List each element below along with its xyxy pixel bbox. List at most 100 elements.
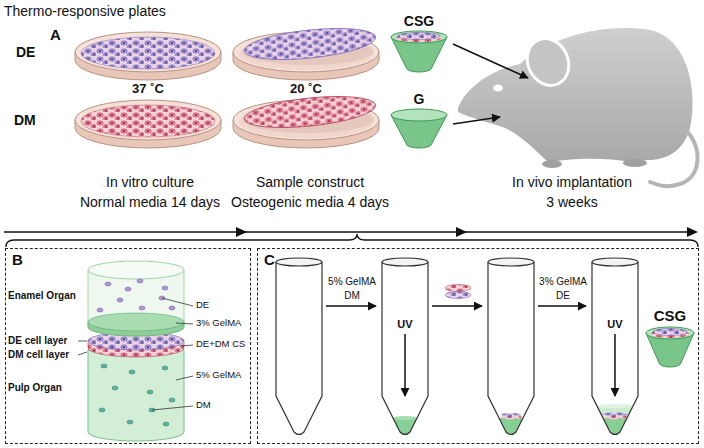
label-slot: 3% GelMA bbox=[539, 276, 587, 288]
test-tube bbox=[276, 262, 322, 435]
label-slot: UV bbox=[607, 318, 622, 331]
test-tube bbox=[488, 258, 534, 266]
step-arrow bbox=[432, 305, 482, 307]
scaffold-cup: CSG bbox=[388, 12, 450, 74]
label-slot: DE bbox=[196, 300, 209, 311]
test-tube bbox=[276, 262, 322, 435]
step-arrow bbox=[326, 306, 615, 396]
part-name: Pulp Organ bbox=[8, 382, 62, 394]
label-slot: UV bbox=[397, 318, 412, 331]
bracket bbox=[6, 234, 698, 247]
petri-dish bbox=[243, 91, 377, 133]
dm-cell bbox=[101, 364, 107, 368]
test-tube bbox=[592, 258, 638, 435]
label-slot: In vitro culture bbox=[106, 174, 194, 190]
label-slot: DE bbox=[556, 290, 570, 302]
stage-condition: Normal media 14 days bbox=[80, 194, 220, 210]
test-tube bbox=[382, 258, 428, 435]
step-arrow bbox=[326, 305, 376, 307]
implant-arrow bbox=[453, 44, 528, 78]
leader-line bbox=[78, 352, 87, 355]
part-label: 5% GelMA bbox=[196, 370, 241, 381]
construct-cylinder bbox=[88, 261, 184, 441]
panel-letter: A bbox=[50, 26, 61, 43]
step-label: 5% GelMA bbox=[328, 276, 376, 288]
test-tube bbox=[488, 262, 534, 435]
step-label: 3% GelMA bbox=[539, 276, 587, 288]
label-slot: DM bbox=[344, 290, 360, 302]
de-cell bbox=[125, 287, 131, 291]
construct-cylinder bbox=[88, 270, 184, 336]
de-cell bbox=[97, 279, 175, 312]
de-cell bbox=[117, 298, 123, 302]
test-tube bbox=[592, 262, 638, 435]
cup-rim bbox=[391, 109, 447, 121]
petri-dish bbox=[75, 32, 221, 80]
cup-rim bbox=[646, 327, 694, 339]
label-slot: Sample construct bbox=[256, 174, 364, 190]
dm-cell bbox=[127, 420, 133, 424]
stage-name: In vitro culture bbox=[106, 174, 194, 190]
dm-cell bbox=[99, 364, 175, 426]
label-slot: DM bbox=[14, 112, 36, 128]
cup-rim bbox=[391, 31, 447, 43]
scaffold-cup: G bbox=[388, 90, 450, 150]
dm-cell bbox=[169, 398, 175, 402]
sample-label: CSG bbox=[404, 13, 434, 29]
test-tube bbox=[382, 262, 428, 435]
label-slot: DM bbox=[196, 400, 211, 411]
label-slot: DE cell layer bbox=[8, 335, 67, 347]
label-slot: DE bbox=[16, 44, 35, 60]
step-label: DE bbox=[556, 290, 570, 302]
timeline-arrow bbox=[687, 227, 698, 237]
petri-dish bbox=[243, 23, 377, 65]
label-slot: 20 ˚C bbox=[290, 82, 322, 97]
label-slot: 3 weeks bbox=[546, 194, 597, 210]
part-name: DE cell layer bbox=[8, 335, 67, 347]
mouse-silhouette bbox=[520, 32, 577, 92]
step-label: UV bbox=[607, 318, 622, 331]
leader-line bbox=[78, 298, 193, 410]
panel-letter: B bbox=[6, 249, 29, 270]
label-slot: Pulp Organ bbox=[8, 382, 62, 394]
row-label: DM bbox=[14, 112, 36, 128]
petri-dish bbox=[233, 91, 379, 148]
test-tube bbox=[382, 262, 428, 435]
de-cell bbox=[105, 282, 111, 286]
cell-sheet-icon bbox=[445, 285, 471, 292]
cell-sheet bbox=[398, 33, 440, 40]
test-tube bbox=[393, 416, 417, 420]
timeline-arrow bbox=[456, 227, 467, 237]
label-slot: 37 ˚C bbox=[132, 82, 164, 97]
step-arrow bbox=[614, 334, 616, 396]
label-slot: 5% GelMA bbox=[328, 276, 376, 288]
de-cell bbox=[162, 286, 168, 290]
sample-label: G bbox=[414, 91, 425, 107]
test-tube bbox=[488, 262, 534, 435]
cup-outline bbox=[388, 30, 450, 74]
sample-label: CSG bbox=[654, 307, 687, 324]
cell-sheet-icon bbox=[445, 292, 471, 299]
cell-sheet-icon bbox=[445, 285, 471, 299]
dm-cell bbox=[162, 366, 168, 370]
leader-line bbox=[176, 323, 193, 324]
mouse-silhouette bbox=[493, 85, 503, 92]
mouse-silhouette bbox=[458, 28, 693, 162]
label-slot: Osteogenic media 4 days bbox=[231, 194, 389, 210]
label-slot: Thermo-responsive plates bbox=[4, 3, 166, 19]
row-label: DE bbox=[16, 44, 35, 60]
de-cell bbox=[169, 306, 175, 310]
leader-line bbox=[152, 406, 193, 410]
cup-outline bbox=[643, 326, 697, 369]
leader-line bbox=[180, 345, 193, 346]
step-label: UV bbox=[397, 318, 412, 331]
petri-dish bbox=[233, 23, 379, 80]
de-cell bbox=[139, 306, 145, 310]
step-arrow bbox=[538, 305, 586, 307]
construct-cylinder bbox=[88, 261, 184, 279]
test-tube bbox=[592, 258, 638, 266]
temperature-label: 20 ˚C bbox=[290, 82, 322, 97]
part-name: Enamel Organ bbox=[8, 290, 76, 302]
panel-frame: CCSG bbox=[257, 248, 699, 444]
label-slot: Normal media 14 days bbox=[80, 194, 220, 210]
